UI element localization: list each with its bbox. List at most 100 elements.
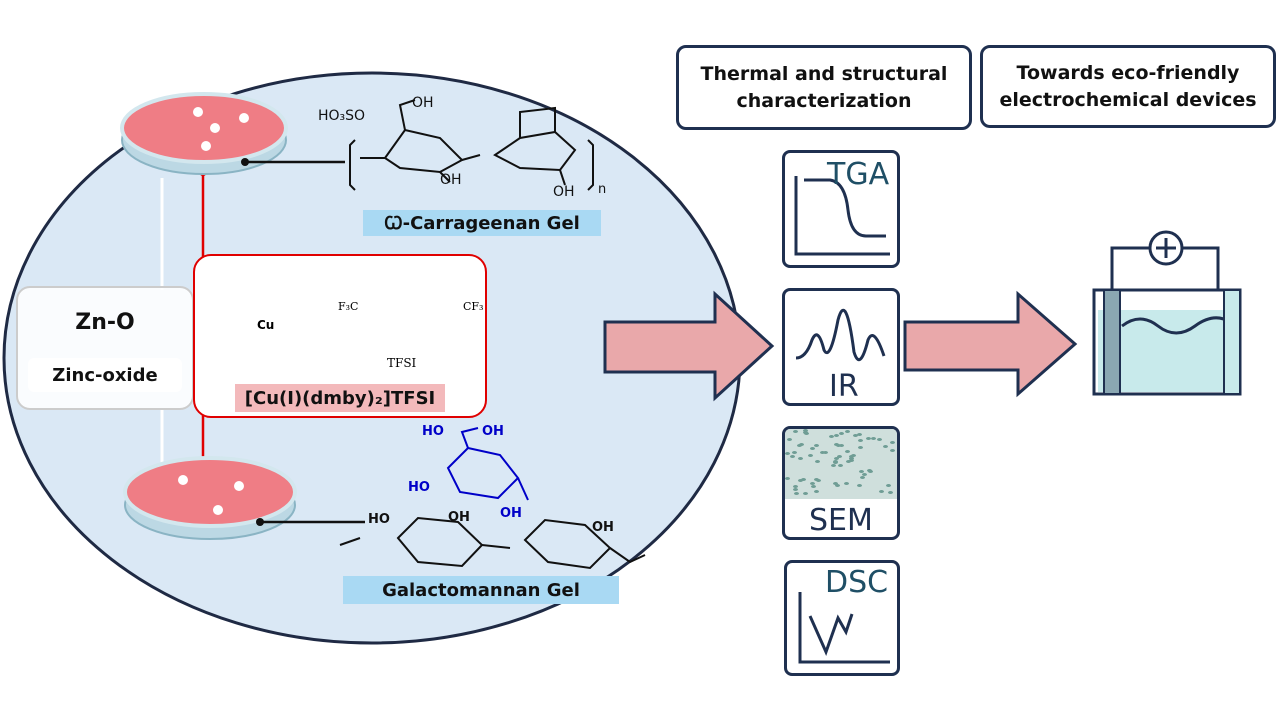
sem-particle [837,455,842,458]
sem-particle [785,477,790,480]
sem-label: SEM [809,503,873,538]
sem-particle [853,434,858,437]
sem-particle [833,482,838,485]
dsc-curve [798,592,890,664]
sem-particle [857,433,862,436]
dsc-label: DSC [825,565,889,600]
cf3-label: CF₃ [463,300,484,313]
sem-particle [834,457,839,460]
arrow-left [603,290,775,402]
hso3-label: HO₃SO [318,108,366,124]
dsc-icon: DSC [784,560,900,676]
sem-particle [810,482,815,485]
sem-particle [820,451,825,454]
sem-particle [803,431,808,434]
sem-particle [886,484,891,487]
sem-particle [844,482,849,485]
oh-blue-label-2: OH [500,506,522,521]
sem-particle [890,441,895,444]
sem-particle [814,444,819,447]
oh-blue-label: OH [482,424,504,439]
sem-particle [798,457,803,460]
cu-complex-label: [Cu(I)(dmby)₂]TFSI [235,384,445,412]
sem-particle [790,455,795,458]
oh-label-mid: OH [440,172,462,188]
zinc-oxide-box: Zn-O Zinc-oxide [16,286,194,410]
sem-icon: SEM [782,426,900,540]
sem-particle [823,451,828,454]
sem-particle [799,443,804,446]
sem-particle [858,446,863,449]
sem-particle [831,464,836,467]
eco-friendly-box: Towards eco-friendly electrochemical dev… [980,45,1276,128]
tga-icon: TGA [782,150,900,268]
sem-particle [866,437,871,440]
oh-label-gm-2: OH [592,520,614,535]
sem-particle [801,478,806,481]
sem-particle [785,452,790,455]
sem-particle [849,459,854,462]
galactomannan-label: Galactomannan Gel [343,576,619,604]
sem-particle [816,479,821,482]
ir-curve [795,308,886,362]
repeat-n-label: n [598,182,607,197]
sem-particle [845,450,850,453]
sem-particle [833,460,838,463]
sem-particle [793,488,798,491]
ho-blue-label-2: HO [408,480,430,495]
sem-particle [834,434,839,437]
sem-particle [803,492,808,495]
tfsi-anion-label: TFSI [387,356,417,370]
sem-particle [862,473,867,476]
galactomannan-structure [339,427,646,570]
sem-particle [859,470,864,473]
sem-particle [836,444,841,447]
arrow-right [903,290,1078,398]
oh-label-right: OH [553,184,575,200]
sem-particle [794,492,799,495]
sem-particle [814,478,819,481]
sem-particle [883,445,888,448]
eco-friendly-text: Towards eco-friendly electrochemical dev… [999,61,1257,111]
oh-label-gm: OH [448,510,470,525]
sem-particle [792,451,797,454]
sem-particle [839,444,844,447]
sem-particle [867,469,872,472]
sem-particle [815,460,820,463]
sem-particle [798,479,803,482]
ho-blue-label: HO [422,424,444,439]
tga-curve [794,176,890,256]
sem-particle [793,430,798,433]
sem-image [785,429,897,499]
thermal-structural-text: Thermal and structural characterization [700,62,948,112]
sem-particle [890,449,895,452]
petri-dish-top [120,92,288,175]
carrageenan-structure [349,99,594,191]
sem-particle [814,490,819,493]
sem-particle [803,429,808,432]
thermal-structural-box: Thermal and structural characterization [676,45,972,130]
f3c-label: F₃C [338,300,359,313]
sem-particle [839,432,844,435]
sem-particle [871,437,876,440]
sem-particle [811,485,816,488]
electrochemical-cell [1092,230,1242,396]
sem-particle [858,439,863,442]
sem-particle [793,485,798,488]
sem-particle [838,464,843,467]
sem-particle [810,447,815,450]
ir-icon: IR [782,288,900,406]
sem-particle [860,476,865,479]
zno-subtitle: Zinc-oxide [28,358,182,392]
sem-particle [835,484,840,487]
sem-particle [787,438,792,441]
sem-particle [845,430,850,433]
oh-label-top: OH [412,95,434,111]
cu-complex-box: Cu F₃C CF₃ TFSI [Cu(I)(dmby)₂]TFSI [193,254,487,418]
sem-particle [851,454,856,457]
carrageenan-label: Ꞷ-Carrageenan Gel [363,210,601,236]
cu-atom-label: Cu [257,318,275,332]
sem-particle [846,460,851,463]
petri-dish-bottom [123,456,297,540]
